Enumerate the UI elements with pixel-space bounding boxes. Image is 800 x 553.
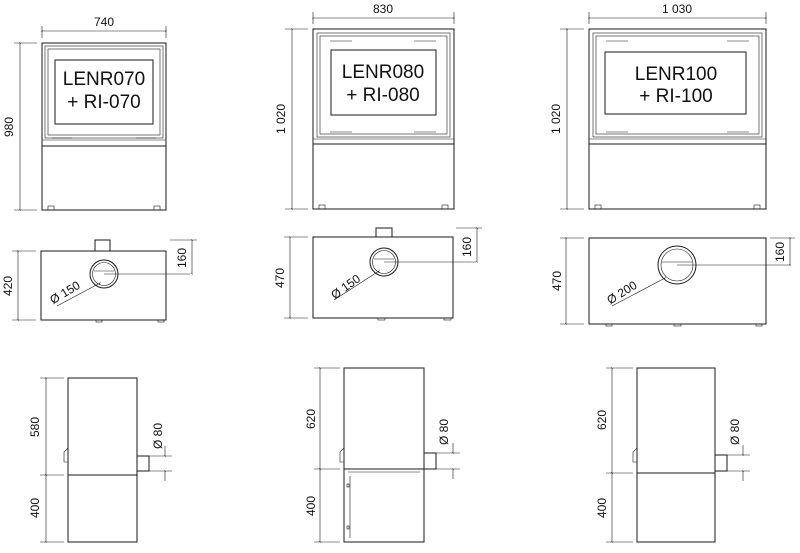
model-1-top-view: Ø 150 (40, 239, 190, 323)
model-1-flue-diameter-label: Ø 150 (47, 278, 83, 307)
model-2-side-lower-label: 400 (304, 496, 318, 516)
model-2-flue-diameter-label: Ø 150 (328, 271, 363, 302)
model-3-depth-dimension: 470 (550, 236, 584, 326)
model-1-side-flue-label: Ø 80 (151, 423, 165, 449)
model-1-width-dimension: 740 (40, 15, 168, 38)
model-3-height-label: 1 020 (549, 104, 563, 134)
model-1-side-dimensions: 580 400 (28, 376, 64, 544)
model-2-height-label: 1 020 (274, 104, 288, 134)
model-1-flue-offset-label: 160 (175, 248, 189, 268)
model-2-top-view: Ø 150 (312, 227, 476, 321)
model-2-width-label: 830 (373, 2, 393, 16)
model-3-depth-label: 470 (550, 271, 564, 291)
model-1-depth-dimension: 420 (1, 249, 36, 322)
model-1-front-view: LENR070 + RI-070 (41, 42, 167, 211)
model-2-side-view: Ø 80 (339, 367, 460, 543)
model-2-label-line2: + RI-080 (346, 85, 419, 106)
model-3-width-dimension: 1 030 (587, 2, 768, 24)
model-3-side-lower-label: 400 (595, 498, 609, 518)
model-2-label-line1: LENR080 (342, 62, 424, 83)
model-3-side-view: Ø 80 (632, 367, 750, 543)
model-2-side-upper-label: 620 (304, 409, 318, 429)
model-1-side-view: Ø 80 (63, 377, 172, 543)
model-2-width-dimension: 830 (311, 2, 456, 24)
model-1-label-line2: + RI-070 (67, 92, 140, 113)
model-1-side-lower-label: 400 (28, 498, 42, 518)
model-3-flue-offset-label: 160 (773, 242, 787, 262)
model-1-width-label: 740 (94, 15, 114, 29)
model-3-side-dimensions: 620 400 (595, 366, 633, 544)
model-1-flue-offset-dimension: 160 (170, 238, 197, 276)
model-1-depth-label: 420 (1, 276, 15, 296)
model-3-front-view: LENR100 + RI-100 (588, 28, 767, 210)
model-1-height-label: 980 (2, 117, 16, 137)
model-3-flue-offset-dimension: 160 (770, 236, 795, 267)
model-3-side-upper-label: 620 (595, 410, 609, 430)
model-2-height-dimension: 1 020 (274, 27, 308, 211)
model-2-depth-dimension: 470 (273, 235, 308, 320)
model-2-side-dimensions: 620 400 (304, 366, 340, 544)
model-1-side-upper-label: 580 (28, 417, 42, 437)
model-1-height-dimension: 980 (2, 41, 37, 212)
model-3-top-view: Ø 200 (588, 237, 790, 327)
model-3-label-line1: LENR100 (635, 64, 717, 85)
model-1-label-line1: LENR070 (63, 69, 145, 90)
model-2-depth-label: 470 (273, 268, 287, 288)
model-3-flue-diameter-label: Ø 200 (604, 278, 639, 307)
model-2-front-view: LENR080 + RI-080 (312, 28, 455, 210)
model-2-flue-offset-label: 160 (460, 237, 474, 257)
model-2-side-flue-label: Ø 80 (437, 419, 451, 445)
model-3-label-line2: + RI-100 (639, 86, 712, 107)
model-3-width-label: 1 030 (662, 2, 692, 16)
model-3-height-dimension: 1 020 (549, 27, 584, 211)
model-3-side-flue-label: Ø 80 (728, 419, 742, 445)
model-2-flue-offset-dimension: 160 (456, 226, 482, 264)
